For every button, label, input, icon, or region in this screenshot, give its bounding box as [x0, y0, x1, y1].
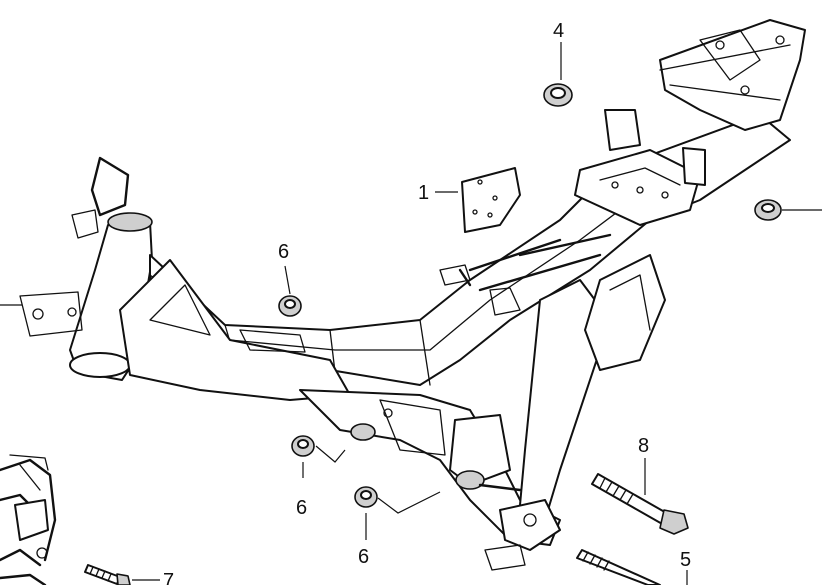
callout-8: 8 — [638, 435, 649, 457]
callout-4: 4 — [553, 20, 564, 42]
callout-6-middle: 6 — [296, 497, 307, 519]
engine-hanger — [449, 414, 561, 571]
part-4-grommet: 4 — [543, 20, 573, 107]
callout-7: 7 — [163, 570, 174, 585]
left-partial-assembly — [0, 454, 57, 585]
callout-6-upper: 6 — [278, 241, 289, 263]
part-1-bracket-plate: 1 — [418, 167, 521, 233]
lower-cradle — [299, 389, 561, 546]
part-5-bolt: 5 — [576, 549, 691, 585]
part-8-bolt: 8 — [591, 435, 689, 535]
callout-6-lower: 6 — [358, 546, 369, 568]
callout-1: 1 — [418, 182, 429, 204]
part-grommet-right — [754, 199, 822, 221]
rear-down-tube — [519, 254, 666, 521]
part-7-bolt: 7 — [84, 564, 174, 585]
cross-members — [439, 233, 612, 316]
gusset-plate — [119, 259, 351, 401]
part-6-bushing-middle: 6 — [291, 435, 346, 519]
part-6-bushing-upper: 6 — [278, 241, 302, 317]
callout-5: 5 — [680, 549, 691, 571]
part-6-bushing-lower: 6 — [354, 486, 441, 568]
rear-subframe — [574, 19, 806, 226]
main-frame — [19, 19, 806, 571]
